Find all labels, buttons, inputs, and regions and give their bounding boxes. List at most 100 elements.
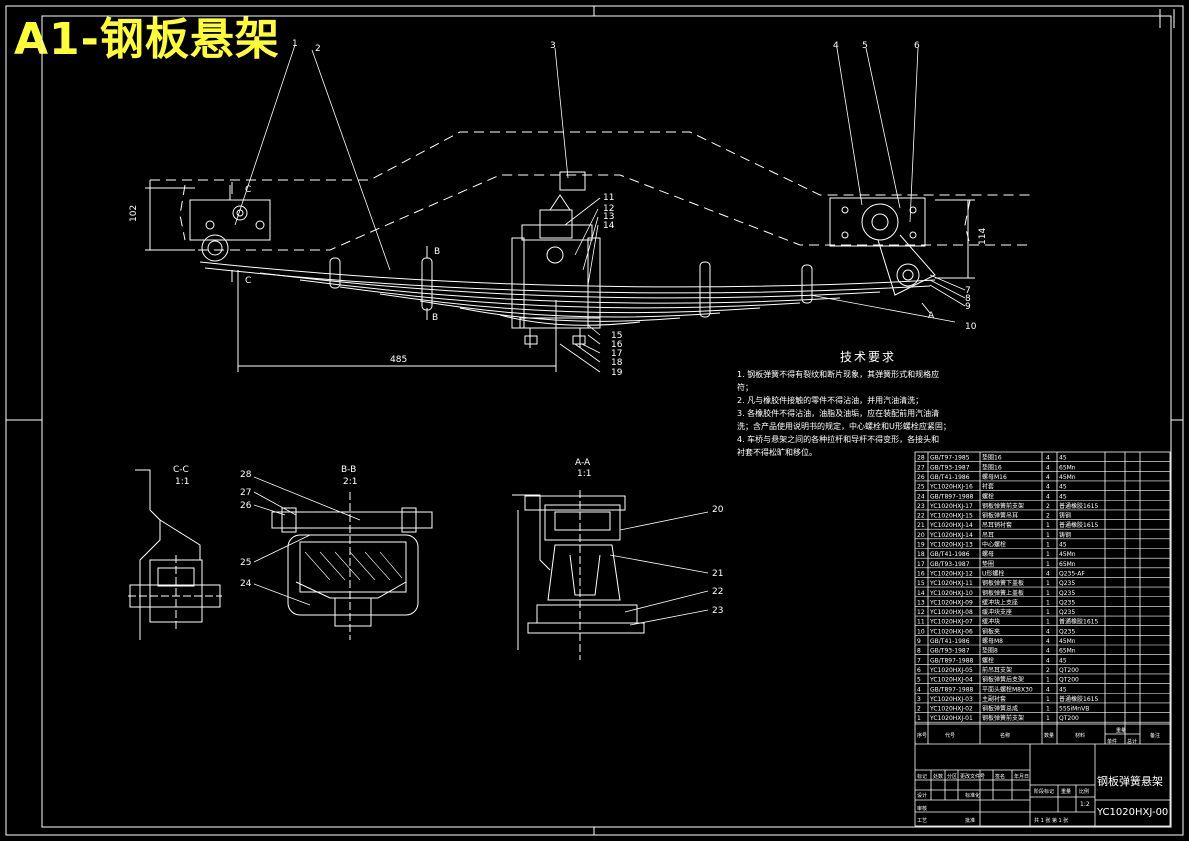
bom-cell: 螺母M16 <box>982 473 1007 481</box>
section-mark-a: A <box>928 311 935 321</box>
bom-cell: 前吊耳支架 <box>982 666 1012 674</box>
tech-heading: 技术要求 <box>840 350 896 364</box>
view-bb-scale: 2:1 <box>343 477 357 487</box>
bom-cell: 螺母M8 <box>982 637 1003 645</box>
bom-cell: GB/T93-1987 <box>930 561 970 568</box>
bom-cell: 65Mn <box>1059 648 1076 655</box>
bom-cell: 7 <box>917 657 921 664</box>
bom-cell: 2 <box>1046 513 1050 520</box>
bom-header-cell: 备注 <box>1150 732 1160 739</box>
bom-cell: 5 <box>917 677 921 684</box>
section-mark-b1: B <box>434 247 440 257</box>
callout-17: 17 <box>611 349 622 359</box>
tech-line: 衬套不得松旷和移位。 <box>737 447 817 457</box>
bom-cell: 1 <box>1046 609 1050 616</box>
bom-cell: 1 <box>917 715 921 722</box>
bom-cell: 中心螺栓 <box>982 541 1006 549</box>
bom-cell: 吊耳 <box>982 532 994 539</box>
bom-cell: 11 <box>917 619 925 626</box>
tech-line: 1. 钢板弹簧不得有裂纹和断片现象，其弹簧形式和规格应 <box>737 369 939 379</box>
bom-cell: YC1020HXJ-15 <box>929 513 973 520</box>
section-aa-view <box>512 490 645 660</box>
callout-12: 12 <box>603 204 614 214</box>
view-cc-name: C-C <box>173 465 189 475</box>
bom-cell: 钢板弹簧后支架 <box>982 676 1024 684</box>
bom-cell: 24 <box>917 493 925 500</box>
callout-4: 4 <box>833 41 839 51</box>
bom-cell: 45Mn <box>1059 638 1076 645</box>
title-block-label: 标记 <box>917 773 927 780</box>
bom-cell: 1 <box>1046 619 1050 626</box>
bom-cell: 1 <box>1046 532 1050 539</box>
bom-cell: 45 <box>1059 542 1067 549</box>
callout-26: 26 <box>240 501 252 511</box>
dim-114 <box>935 199 975 279</box>
bom-cell: 1 <box>1046 542 1050 549</box>
callout-1: 1 <box>292 39 298 49</box>
bom-cell: 2 <box>1046 667 1050 674</box>
bom-cell: YC1020HXJ-09 <box>929 599 973 606</box>
bom-header-cell: 总计 <box>1127 738 1137 745</box>
title-block-label: 审核 <box>917 805 927 812</box>
bom-cell: GB/T897-1988 <box>930 657 974 664</box>
bom-cell: 缓冲块支座 <box>982 608 1012 616</box>
callout-21: 21 <box>712 569 723 579</box>
bom-cell: 垫圈16 <box>982 454 1002 462</box>
bom-cell: 缓冲块上支座 <box>982 598 1018 606</box>
bom-cell: 1 <box>1046 715 1050 722</box>
bom-cell: YC1020HXJ-14 <box>929 522 973 529</box>
tech-line: 符； <box>737 382 753 392</box>
dim-114-label: 114 <box>978 228 988 245</box>
bom-cell: U形螺栓 <box>982 569 1004 577</box>
bom-cell: 4 <box>1046 628 1050 635</box>
bom-cell: 垫圈16 <box>982 463 1002 471</box>
bom-cell: GB/T41-1986 <box>930 474 970 481</box>
bom-cell: 18 <box>917 551 925 558</box>
bom-cell: 钢板弹簧前支架 <box>982 502 1024 510</box>
title-block-label: 签名 <box>995 773 1005 780</box>
frame-outline <box>149 131 1030 251</box>
bom-cell: 55SiMnVB <box>1059 706 1089 713</box>
bom-cell: 45Mn <box>1059 551 1076 558</box>
bom-cell: 28 <box>917 455 925 462</box>
bom-cell: GB/T41-1986 <box>930 638 970 645</box>
bom-cell: 8 <box>917 648 921 655</box>
view-aa-scale: 1:1 <box>577 469 591 479</box>
callout-28: 28 <box>240 470 252 480</box>
bom-cell: GB/T97-1985 <box>930 455 970 462</box>
bom-cell: 2 <box>1046 503 1050 510</box>
bom-row-lines <box>915 461 1170 723</box>
bom-cell: QT200 <box>1059 677 1079 684</box>
title-block-label: 年月日 <box>1014 773 1029 780</box>
callout-11: 11 <box>603 193 614 203</box>
leaf-spring <box>199 261 936 326</box>
bom-cell: 45 <box>1059 657 1067 664</box>
bom-cell: QT200 <box>1059 715 1079 722</box>
callout-20: 20 <box>712 505 724 515</box>
bom-cell: 45 <box>1059 686 1067 693</box>
bom-header-cell: 代号 <box>945 732 955 739</box>
bom-cell: 普通橡胶1615 <box>1059 521 1098 529</box>
bom-cell: GB/T93-1987 <box>930 464 970 471</box>
bom-cell: 6 <box>917 667 921 674</box>
view-bb-name: B-B <box>341 465 356 475</box>
bom-cell: YC1020HXJ-17 <box>929 503 973 510</box>
title-block-label: 工艺 <box>917 818 927 824</box>
leaders <box>234 44 966 373</box>
title-block-stage: 阶段标记 <box>1034 788 1054 795</box>
callout-7: 7 <box>965 286 971 296</box>
bom-cell: Q235 <box>1059 580 1075 587</box>
bom-cell: 26 <box>917 474 925 481</box>
bom-cell: 4 <box>1046 648 1050 655</box>
bom-cell: Q235 <box>1059 599 1075 606</box>
bom-cell: 垫圈8 <box>982 647 998 655</box>
bom-cell: 衬套 <box>982 483 994 491</box>
bom-cell: 1 <box>1046 551 1050 558</box>
bom-cell: 13 <box>917 599 925 606</box>
bom-cell: 4 <box>1046 686 1050 693</box>
callout-15: 15 <box>611 331 622 341</box>
bom-cell: 铸钢 <box>1059 512 1071 520</box>
